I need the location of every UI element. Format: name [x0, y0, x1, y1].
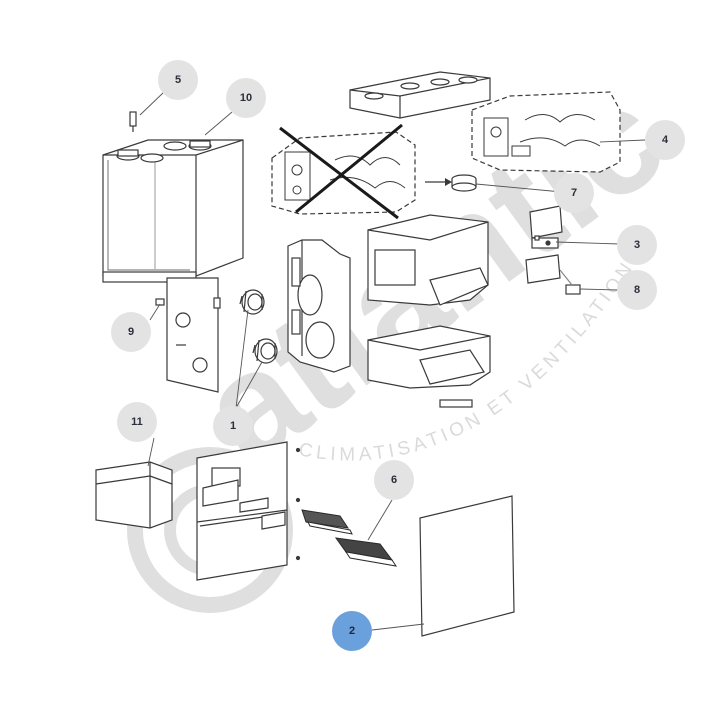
casing-part-10	[102, 139, 244, 283]
callout-5-label: 5	[174, 74, 182, 86]
callout-11-label: 11	[131, 416, 143, 428]
callout-4-label: 4	[661, 134, 669, 146]
callout-6: 6	[374, 460, 414, 500]
callout-4: 4	[645, 120, 685, 160]
eps-upper-block	[367, 214, 489, 306]
callout-8: 8	[617, 270, 657, 310]
sensor-part-5	[129, 111, 137, 132]
crossed-out-exchanger	[271, 123, 416, 220]
callout-10-label: 10	[239, 92, 253, 104]
terminal-part-8	[525, 254, 581, 295]
replacement-arrow	[425, 178, 452, 186]
callout-9: 9	[111, 312, 151, 352]
callout-1: 1	[213, 406, 253, 446]
callout-11: 11	[117, 402, 157, 442]
callout-1-label: 1	[229, 420, 237, 432]
control-board-part-3	[529, 205, 563, 249]
callout-3: 3	[617, 225, 657, 265]
callout-3-label: 3	[633, 239, 641, 251]
callout-2: 2	[332, 611, 372, 651]
callout-7-label: 7	[570, 187, 578, 199]
leader-lines	[139, 91, 646, 631]
fans-part-1	[239, 289, 278, 364]
top-bypass-plate	[349, 71, 491, 119]
callout-9-label: 9	[127, 326, 135, 338]
callout-10: 10	[226, 78, 266, 118]
exchanger-part-4	[471, 91, 621, 173]
eps-side-block	[287, 239, 351, 373]
filters-part-6	[301, 509, 398, 567]
damper-part-7	[451, 174, 477, 192]
outer-cover-part-2	[419, 495, 515, 637]
callout-8-label: 8	[633, 284, 641, 296]
callout-7: 7	[554, 173, 594, 213]
filter-box-part-11	[95, 461, 173, 529]
callout-2-label: 2	[348, 625, 356, 637]
inner-door-panel	[196, 441, 301, 581]
front-panel	[166, 277, 221, 393]
callout-5: 5	[158, 60, 198, 100]
eps-lower-block	[367, 325, 491, 408]
callout-6-label: 6	[390, 474, 398, 486]
clip-part-9	[155, 298, 165, 306]
